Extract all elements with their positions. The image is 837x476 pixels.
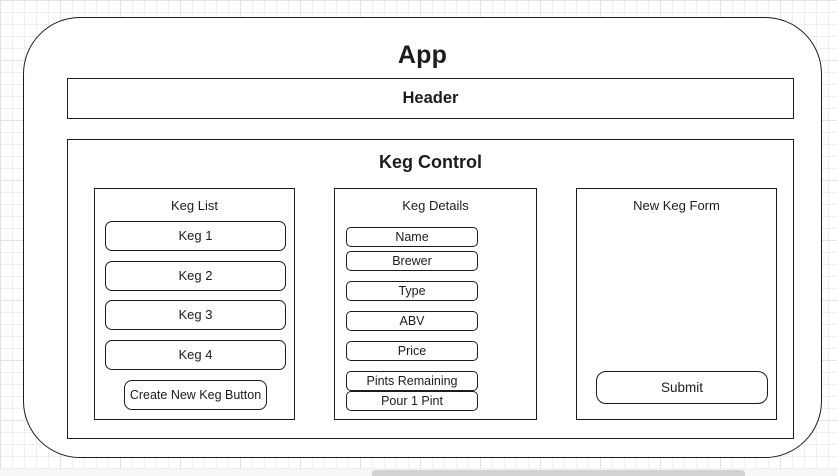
name-field[interactable]: Name <box>346 227 478 247</box>
abv-field[interactable]: ABV <box>346 311 478 331</box>
keg-control-section: Keg Control Keg List Keg 1 Keg 2 Keg 3 K… <box>67 139 794 439</box>
submit-button[interactable]: Submit <box>596 371 768 404</box>
keg-list-panel: Keg List Keg 1 Keg 2 Keg 3 Keg 4 Create … <box>94 188 295 420</box>
keg-4-button[interactable]: Keg 4 <box>105 339 286 370</box>
keg-list-title: Keg List <box>171 198 218 213</box>
app-wireframe-frame: App Header Keg Control Keg List Keg 1 Ke… <box>23 17 822 458</box>
price-field[interactable]: Price <box>346 341 478 361</box>
keg-details-panel: Keg Details Name Brewer Type ABV Price P… <box>334 188 537 420</box>
new-keg-form-title: New Keg Form <box>633 198 720 213</box>
new-keg-form-panel: New Keg Form Submit <box>576 188 777 420</box>
create-new-keg-button[interactable]: Create New Keg Button <box>124 380 267 410</box>
keg-2-button[interactable]: Keg 2 <box>105 260 286 291</box>
pour-1-pint-button[interactable]: Pour 1 Pint <box>346 391 478 411</box>
type-field[interactable]: Type <box>346 281 478 301</box>
keg-details-title: Keg Details <box>402 198 469 213</box>
keg-1-button[interactable]: Keg 1 <box>105 221 286 251</box>
app-title: App <box>397 41 448 69</box>
pints-remaining-field[interactable]: Pints Remaining <box>346 371 478 391</box>
keg-3-button[interactable]: Keg 3 <box>105 300 286 330</box>
header-box: Header <box>67 78 794 119</box>
horizontal-scrollbar-track <box>0 469 837 476</box>
keg-control-title: Keg Control <box>379 152 482 172</box>
header-label: Header <box>402 89 459 107</box>
brewer-field[interactable]: Brewer <box>346 251 478 271</box>
horizontal-scrollbar-thumb[interactable] <box>372 470 745 476</box>
